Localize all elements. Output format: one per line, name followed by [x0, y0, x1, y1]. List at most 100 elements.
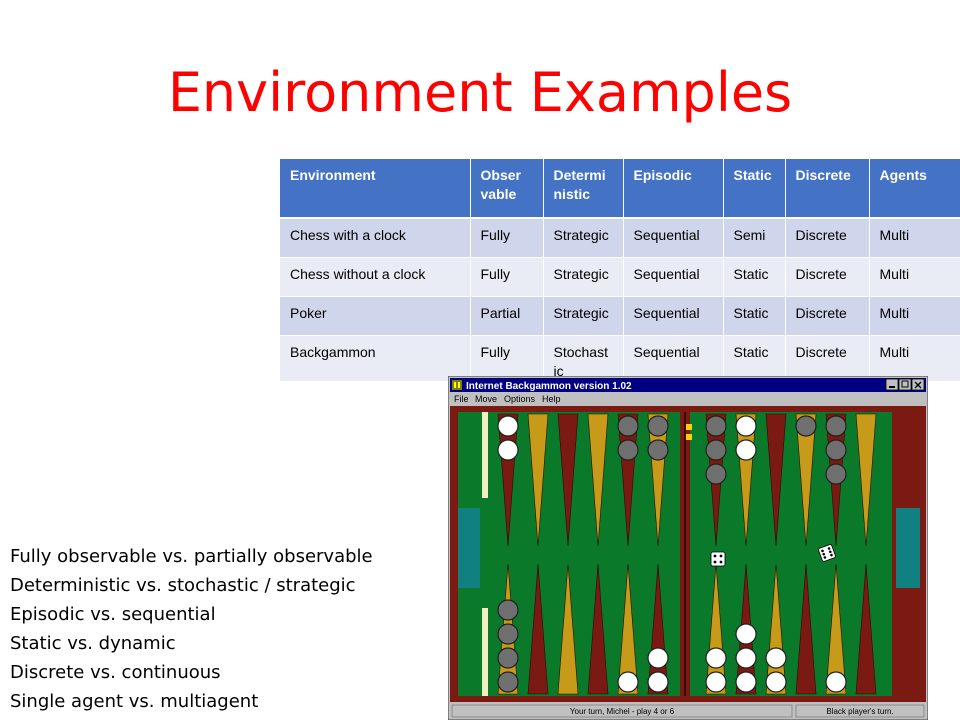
checker-black[interactable]	[825, 439, 847, 461]
header-environment: Environment	[280, 159, 471, 219]
table-cell: Partial	[470, 296, 544, 336]
checker-black[interactable]	[497, 623, 519, 645]
maximize-icon	[901, 380, 909, 388]
die-right[interactable]	[818, 544, 836, 562]
bullet-item: Fully observable vs. partially observabl…	[10, 546, 373, 567]
table-cell: Poker	[280, 296, 471, 336]
maximize-button[interactable]	[898, 378, 912, 391]
table-cell: Static	[723, 335, 786, 382]
table-cell: Sequential	[623, 257, 724, 297]
menu-move[interactable]: Move	[475, 394, 497, 404]
checker-white[interactable]	[497, 439, 519, 461]
checker-white[interactable]	[705, 647, 727, 669]
checker-white[interactable]	[735, 439, 757, 461]
checker-black[interactable]	[497, 647, 519, 669]
table-cell: Chess without a clock	[280, 257, 471, 297]
table-row: Chess with a clock Fully Strategic Seque…	[280, 218, 960, 258]
bullet-list: Fully observable vs. partially observabl…	[10, 542, 373, 716]
header-agents: Agents	[869, 159, 960, 219]
checker-white[interactable]	[765, 671, 787, 693]
checker-black[interactable]	[825, 415, 847, 437]
menu-help[interactable]: Help	[542, 394, 561, 404]
status-message: Your turn, Michel - play 4 or 6	[570, 707, 675, 716]
table-cell: Static	[723, 257, 786, 297]
checker-white[interactable]	[735, 671, 757, 693]
environment-table: Environment Obser vable Determi nistic E…	[280, 159, 960, 382]
table-cell: Strategic	[543, 218, 624, 258]
checker-white[interactable]	[497, 415, 519, 437]
backgammon-board[interactable]	[450, 406, 926, 702]
menu-options[interactable]: Options	[504, 394, 536, 404]
right-tray-slot	[896, 508, 920, 588]
checker-white[interactable]	[765, 647, 787, 669]
bullet-item: Single agent vs. multiagent	[10, 691, 259, 712]
checker-white[interactable]	[825, 671, 847, 693]
close-button[interactable]	[911, 378, 925, 391]
table-cell: Sequential	[623, 218, 724, 258]
table-cell: Discrete	[785, 335, 870, 382]
checker-black[interactable]	[497, 671, 519, 693]
table-cell: Fully	[470, 257, 544, 297]
header-episodic: Episodic	[623, 159, 724, 219]
bullet-item: Episodic vs. sequential	[10, 604, 216, 625]
close-icon	[914, 381, 922, 389]
status-turn: Black player's turn.	[826, 707, 893, 716]
checker-black[interactable]	[647, 415, 669, 437]
table-cell: Multi	[869, 218, 960, 258]
table-cell: Fully	[470, 218, 544, 258]
table-cell: Discrete	[785, 257, 870, 297]
header-static: Static	[723, 159, 786, 219]
checker-white[interactable]	[735, 647, 757, 669]
checker-black[interactable]	[617, 415, 639, 437]
checker-black[interactable]	[705, 439, 727, 461]
checker-white[interactable]	[705, 671, 727, 693]
table-cell: Discrete	[785, 296, 870, 336]
checker-black[interactable]	[825, 463, 847, 485]
bullet-item: Discrete vs. continuous	[10, 662, 221, 683]
header-observable: Obser vable	[470, 159, 544, 219]
window-title: Internet Backgammon version 1.02	[466, 381, 632, 392]
checker-white[interactable]	[735, 415, 757, 437]
table-cell: Strategic	[543, 257, 624, 297]
checker-black[interactable]	[497, 599, 519, 621]
left-tray-slot	[458, 508, 480, 588]
minimize-button[interactable]	[885, 378, 899, 391]
bullet-item: Static vs. dynamic	[10, 633, 176, 654]
table-cell: Multi	[869, 257, 960, 297]
table-cell: Sequential	[623, 296, 724, 336]
table-cell: Strategic	[543, 296, 624, 336]
table-cell: Fully	[470, 335, 544, 382]
title-bar	[450, 378, 926, 392]
table-row: Chess without a clock Fully Strategic Se…	[280, 257, 960, 297]
checker-black[interactable]	[705, 415, 727, 437]
checker-black[interactable]	[705, 463, 727, 485]
app-icon	[452, 380, 462, 390]
minimize-icon	[889, 386, 895, 388]
table-cell: Semi	[723, 218, 786, 258]
table-cell: Multi	[869, 296, 960, 336]
menu-file[interactable]: File	[454, 394, 469, 404]
table-cell: Sequential	[623, 335, 724, 382]
checker-white[interactable]	[617, 671, 639, 693]
header-discrete: Discrete	[785, 159, 870, 219]
table-header-row: Environment Obser vable Determi nistic E…	[280, 159, 960, 219]
table-cell: Chess with a clock	[280, 218, 471, 258]
die-left[interactable]	[710, 551, 726, 567]
header-deterministic: Determi nistic	[543, 159, 624, 219]
checker-white[interactable]	[647, 671, 669, 693]
table-row: Poker Partial Strategic Sequential Stati…	[280, 296, 960, 336]
checker-white[interactable]	[647, 647, 669, 669]
bullet-item: Deterministic vs. stochastic / strategic	[10, 575, 356, 596]
checker-white[interactable]	[735, 623, 757, 645]
table-cell: Discrete	[785, 218, 870, 258]
checker-black[interactable]	[617, 439, 639, 461]
backgammon-window: Internet Backgammon version 1.02 File Mo…	[447, 375, 929, 721]
checker-black[interactable]	[647, 439, 669, 461]
table-cell: Multi	[869, 335, 960, 382]
table-cell: Backgammon	[280, 335, 471, 382]
table-cell: Stochast ic	[543, 335, 624, 382]
checker-black[interactable]	[795, 415, 817, 437]
slide-title: Environment Examples	[167, 61, 793, 124]
table-cell: Static	[723, 296, 786, 336]
table-row: Backgammon Fully Stochast ic Sequential …	[280, 335, 960, 382]
